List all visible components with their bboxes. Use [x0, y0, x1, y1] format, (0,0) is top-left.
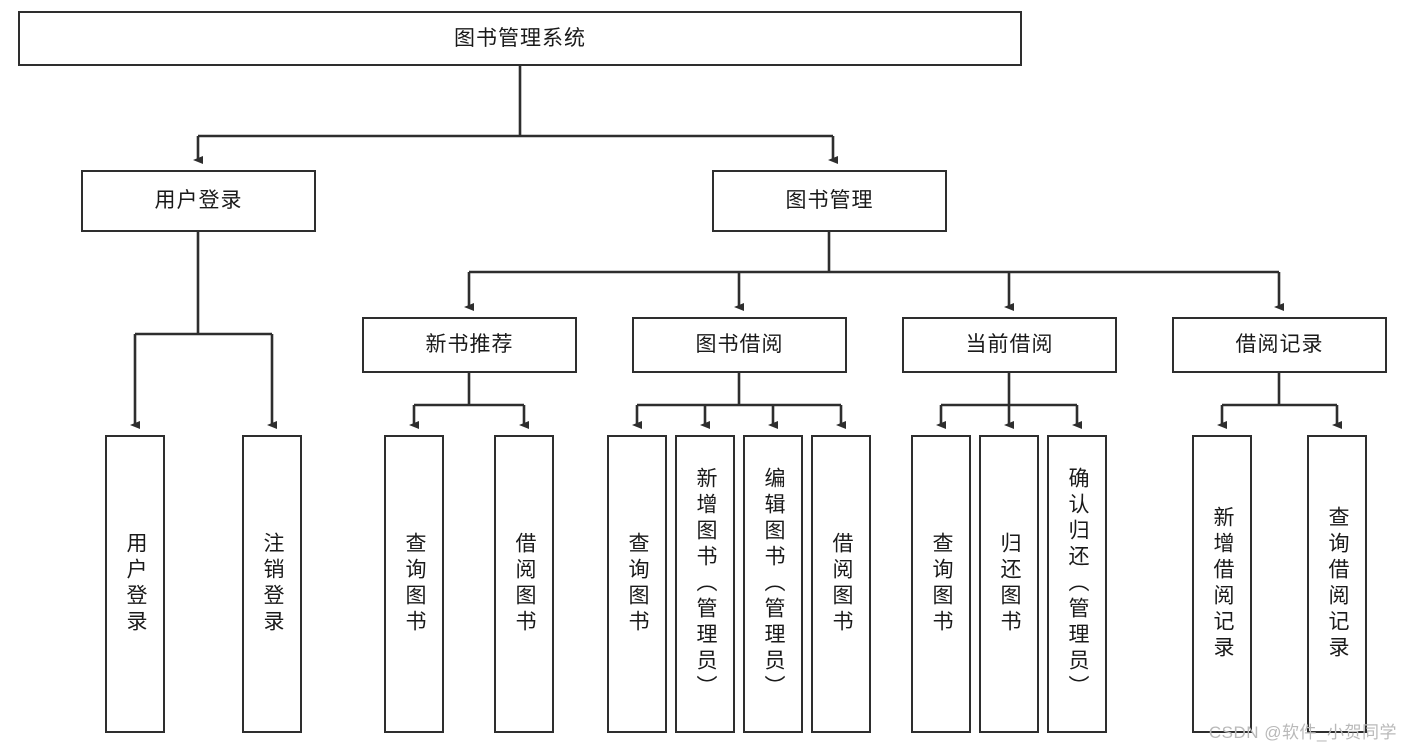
node-label: 查询图书 — [626, 532, 650, 636]
node-label: 查询借阅记录 — [1326, 506, 1350, 662]
node-label: 归还图书 — [998, 532, 1022, 636]
leaf-user-login-logout[interactable]: 注销登录 — [242, 435, 302, 733]
leaf-current-confirm-return-admin[interactable]: 确认归还（管理员） — [1047, 435, 1107, 733]
node-label: 图书管理系统 — [454, 26, 586, 50]
leaf-borrow-add-book-admin[interactable]: 新增图书（管理员） — [675, 435, 735, 733]
node-label: 新增图书（管理员） — [694, 467, 718, 701]
node-label: 当前借阅 — [965, 333, 1054, 357]
node-label: 借阅图书 — [830, 532, 854, 636]
node-label: 新增借阅记录 — [1211, 506, 1235, 662]
node-current-borrow[interactable]: 当前借阅 — [902, 317, 1117, 373]
leaf-current-query-book[interactable]: 查询图书 — [911, 435, 971, 733]
node-label: 确认归还（管理员） — [1066, 467, 1090, 701]
leaf-borrow-query-book[interactable]: 查询图书 — [607, 435, 667, 733]
node-label: 图书借阅 — [695, 333, 784, 357]
watermark-text: CSDN @软件_小贺同学 — [1208, 723, 1397, 742]
node-new-book-recommend[interactable]: 新书推荐 — [362, 317, 577, 373]
node-label: 借阅图书 — [513, 532, 537, 636]
node-book-borrow[interactable]: 图书借阅 — [632, 317, 847, 373]
node-label: 图书管理 — [785, 189, 874, 213]
node-book-management[interactable]: 图书管理 — [712, 170, 947, 232]
leaf-recommend-borrow-book[interactable]: 借阅图书 — [494, 435, 554, 733]
leaf-current-return-book[interactable]: 归还图书 — [979, 435, 1039, 733]
node-label: 用户登录 — [124, 532, 148, 636]
leaf-user-login-login[interactable]: 用户登录 — [105, 435, 165, 733]
node-label: 注销登录 — [261, 532, 285, 636]
node-user-login[interactable]: 用户登录 — [81, 170, 316, 232]
node-label: 借阅记录 — [1235, 333, 1324, 357]
leaf-recommend-query-book[interactable]: 查询图书 — [384, 435, 444, 733]
node-label: 查询图书 — [930, 532, 954, 636]
leaf-record-add-borrow-record[interactable]: 新增借阅记录 — [1192, 435, 1252, 733]
leaf-record-query-borrow-record[interactable]: 查询借阅记录 — [1307, 435, 1367, 733]
node-label: 新书推荐 — [425, 333, 514, 357]
node-label: 用户登录 — [154, 189, 243, 213]
leaf-borrow-edit-book-admin[interactable]: 编辑图书（管理员） — [743, 435, 803, 733]
leaf-borrow-borrow-book[interactable]: 借阅图书 — [811, 435, 871, 733]
node-root-book-management-system[interactable]: 图书管理系统 — [18, 11, 1022, 66]
node-label: 查询图书 — [403, 532, 427, 636]
node-label: 编辑图书（管理员） — [762, 467, 786, 701]
node-borrow-record[interactable]: 借阅记录 — [1172, 317, 1387, 373]
